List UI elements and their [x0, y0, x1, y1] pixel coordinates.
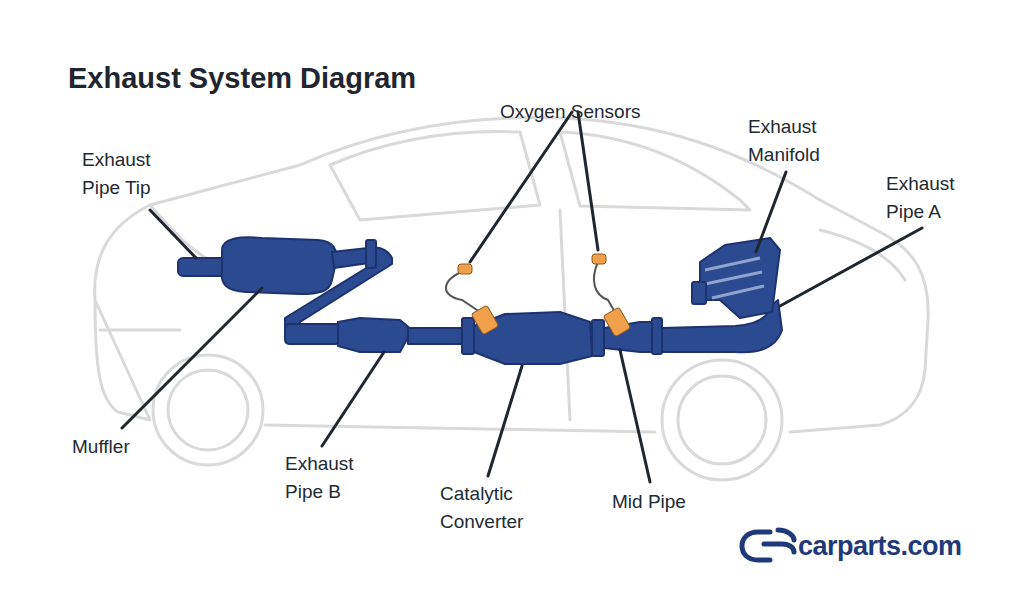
part-label: Mid Pipe [612, 488, 686, 516]
part-label: Muffler [72, 433, 130, 461]
part-label: Exhaust Pipe A [886, 170, 981, 226]
oxygen-sensors [446, 254, 631, 337]
part-label: Exhaust Pipe Tip [82, 146, 177, 202]
part-label: Exhaust Manifold [748, 113, 848, 169]
diagram-title: Exhaust System Diagram [68, 60, 416, 96]
flange [652, 318, 662, 354]
flange [366, 240, 376, 268]
muffler [222, 237, 337, 294]
flange [592, 320, 604, 356]
resonator [338, 318, 412, 352]
exhaust-system [178, 237, 782, 364]
part-label: Oxygen Sensors [500, 98, 640, 126]
part-label: Catalytic Converter [440, 480, 550, 536]
leader-lines [122, 112, 922, 482]
pipe-b [285, 324, 340, 344]
brand-logo: carparts.com [798, 530, 962, 562]
flange [692, 282, 706, 304]
exhaust-tip [178, 258, 228, 276]
car-outline [95, 118, 928, 480]
pipe-b [408, 328, 468, 344]
flange [462, 318, 474, 354]
part-label: Exhaust Pipe B [285, 450, 380, 506]
exhaust-manifold [700, 238, 780, 318]
logo-icon [742, 530, 794, 560]
